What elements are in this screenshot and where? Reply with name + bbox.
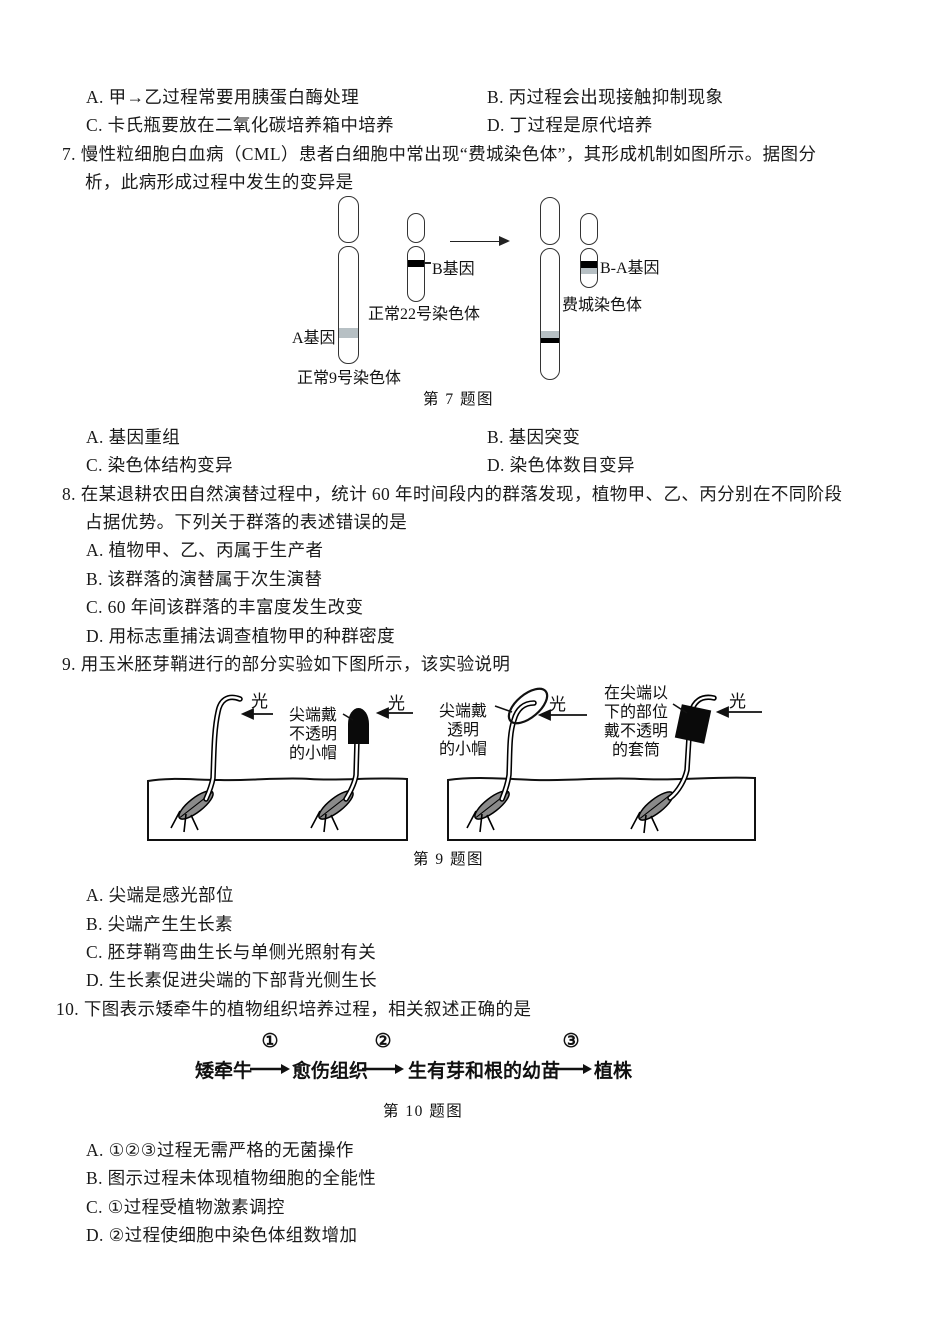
- q8-stem-line2: 占据优势。下列关于群落的表述错误的是: [85, 512, 408, 532]
- opaque-cap-label: 尖端戴 不透明 的小帽: [288, 707, 337, 762]
- gene-ba-black-band: [581, 261, 597, 268]
- flow-node-callus: 愈伤组织: [292, 1061, 369, 1082]
- opaque-sleeve-label: 在尖端以 下的部位 戴不透明 的套筒: [603, 685, 668, 759]
- q10-option-b: B. 图示过程未体现植物细胞的全能性: [86, 1168, 377, 1188]
- q9-option-b: B. 尖端产生生长素: [86, 914, 233, 934]
- q10-option-d: D. ②过程使细胞中染色体组数增加: [86, 1225, 358, 1245]
- q8-option-c: C. 60 年间该群落的丰富度发生改变: [86, 597, 364, 617]
- prev-option-b: B. 丙过程会出现接触抑制现象: [487, 87, 724, 107]
- arrow-head: [499, 236, 510, 246]
- transformation-arrow: [450, 236, 510, 246]
- light-label-3: 光: [549, 695, 566, 714]
- q9-figure-caption: 第 9 题图: [413, 851, 485, 868]
- q10-figure-caption: 第 10 题图: [383, 1103, 464, 1120]
- light-label-4: 光: [729, 692, 746, 711]
- der9-short-arm: [540, 197, 560, 245]
- gene-ba-label: B-A基因: [600, 260, 660, 277]
- prev-option-d: D. 丁过程是原代培养: [487, 115, 653, 135]
- q10-stem: 10. 下图表示矮牵牛的植物组织培养过程，相关叙述正确的是: [56, 999, 532, 1019]
- chr9-long-arm: [338, 246, 359, 364]
- coleoptile-experiment-drawing: [147, 687, 762, 841]
- prev-option-a: A. 甲→乙过程常要用胰蛋白酶处理: [86, 87, 360, 107]
- gene-b-leader-line: [424, 262, 431, 264]
- gene-ba-gray-band: [581, 268, 597, 274]
- chr22-long-arm: [407, 246, 425, 302]
- flow-arrow-2: [362, 1064, 404, 1074]
- q7-figure-caption: 第 7 题图: [423, 391, 495, 408]
- chr22-label: 正常22号染色体: [368, 306, 481, 323]
- flow-step1-number: ①: [261, 1031, 279, 1052]
- flow-start-petunia: 矮牵牛: [195, 1061, 253, 1082]
- chr22-short-arm: [407, 213, 425, 243]
- q10-option-a: A. ①②③过程无需严格的无菌操作: [86, 1140, 354, 1160]
- flow-arrow-3: [550, 1064, 592, 1074]
- q9-option-c: C. 胚芽鞘弯曲生长与单侧光照射有关: [86, 942, 377, 962]
- gene-b-label: B基因: [432, 261, 475, 278]
- gene-b-band: [408, 260, 424, 267]
- q7-option-d: D. 染色体数目变异: [487, 455, 635, 475]
- q7-stem-line1: 7. 慢性粒细胞白血病（CML）患者白细胞中常出现“费城染色体”，其形成机制如图…: [62, 144, 817, 164]
- flow-step3-number: ③: [562, 1031, 580, 1052]
- chr9-label: 正常9号染色体: [297, 370, 402, 387]
- der9-long-arm: [540, 248, 560, 380]
- q7-option-b: B. 基因突变: [487, 427, 581, 447]
- light-label-1: 光: [251, 692, 268, 711]
- flow-end-plant: 植株: [594, 1061, 633, 1082]
- q8-option-d: D. 用标志重捕法调查植物甲的种群密度: [86, 626, 395, 646]
- q9-option-d: D. 生长素促进尖端的下部背光侧生长: [86, 970, 378, 990]
- ph-short-arm: [580, 213, 598, 245]
- q9-option-a: A. 尖端是感光部位: [86, 885, 234, 905]
- prev-option-c: C. 卡氏瓶要放在二氧化碳培养箱中培养: [86, 115, 395, 135]
- q8-option-b: B. 该群落的演替属于次生演替: [86, 569, 323, 589]
- gene-a-label: A基因: [292, 330, 336, 347]
- q7-stem-line2: 析，此病形成过程中发生的变异是: [85, 172, 354, 192]
- philadelphia-label: 费城染色体: [562, 297, 643, 314]
- q9-stem: 9. 用玉米胚芽鞘进行的部分实验如下图所示，该实验说明: [62, 654, 511, 674]
- q10-option-c: C. ①过程受植物激素调控: [86, 1197, 285, 1217]
- q7-option-c: C. 染色体结构变异: [86, 455, 233, 475]
- q8-stem-line1: 8. 在某退耕农田自然演替过程中，统计 60 年时间段内的群落发现，植物甲、乙、…: [62, 484, 843, 504]
- gene-a-band: [339, 328, 358, 338]
- q7-option-a: A. 基因重组: [86, 427, 181, 447]
- q8-option-a: A. 植物甲、乙、丙属于生产者: [86, 540, 324, 560]
- der9-gray-band: [541, 331, 559, 338]
- flow-arrow-1: [250, 1064, 290, 1074]
- flow-step2-number: ②: [374, 1031, 392, 1052]
- ph-long-arm: [580, 248, 598, 288]
- light-label-2: 光: [388, 694, 405, 713]
- transparent-cap-label: 尖端戴 透明 的小帽: [438, 703, 487, 758]
- chr9-short-arm: [338, 196, 359, 243]
- flow-node-seedling: 生有芽和根的幼苗: [408, 1061, 561, 1082]
- der9-black-band: [541, 338, 559, 343]
